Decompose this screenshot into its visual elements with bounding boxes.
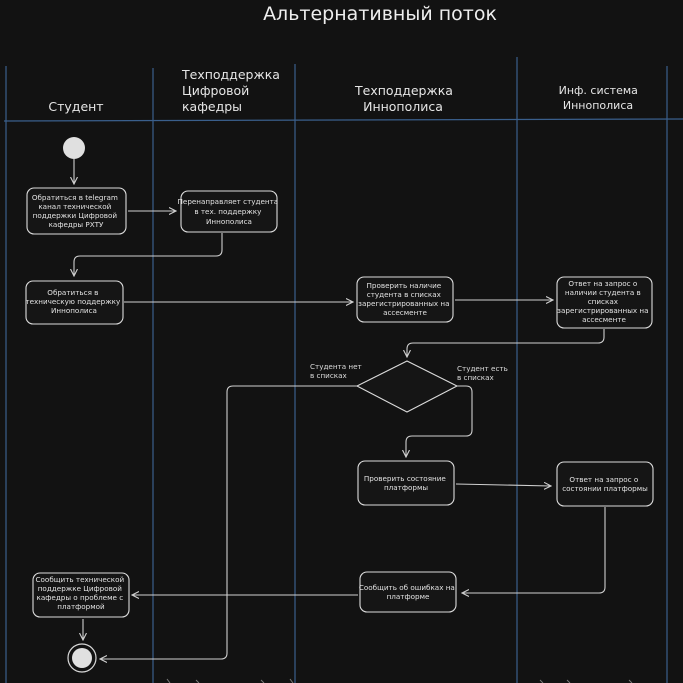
flow-arrow (406, 385, 473, 457)
start-node (63, 137, 85, 159)
activity-node: Сообщить об ошибках на платформе (359, 571, 457, 613)
lane-header-info-system: Инф. система Иннополиса (559, 84, 642, 112)
activity-node: Ответ на запрос о наличии студента в спи… (556, 276, 653, 329)
svg-text:Проверить наличие студен: Проверить наличие студента в списках зар… (358, 281, 452, 317)
flow-arrow (455, 484, 551, 486)
guard-label-not-in-list: Студента нет в списках (310, 362, 364, 380)
activity-node: Проверить наличие студента в списках зар… (356, 276, 454, 323)
svg-text:Сообщить об ошибках на п: Сообщить об ошибках на платформе (359, 583, 457, 601)
svg-text:Проверить состояние плат: Проверить состояние платформы (364, 474, 448, 492)
activity-node: Проверить состояние платформы (357, 460, 455, 506)
svg-text:Ответ на запрос о состоя: Ответ на запрос о состоянии платформы (562, 475, 648, 493)
flow-arrow (100, 385, 357, 659)
flow-arrow (462, 507, 606, 593)
activity-node: Обратиться в техническую поддержку Инноп… (25, 280, 124, 325)
activity-node: Перенаправляет студента в тех. поддержку… (178, 190, 281, 233)
diagram-title: Альтернативный поток (263, 3, 497, 25)
control-flows (74, 159, 606, 659)
decision-node (355, 360, 459, 413)
svg-text:Обратиться в техническую: Обратиться в техническую поддержку Инноп… (25, 288, 122, 315)
end-node (67, 643, 97, 673)
flow-arrow (407, 329, 605, 357)
svg-text:Сообщить технической под: Сообщить технической поддержке Цифровой … (36, 575, 127, 611)
svg-text:Ответ на запрос о наличи: Ответ на запрос о наличии студента в спи… (557, 279, 651, 324)
svg-text:Обратиться в telegram ка: Обратиться в telegram канал технической … (32, 193, 120, 229)
guard-label-in-list: Студент есть в списках (457, 364, 510, 382)
activity-node: Обратиться в telegram канал технической … (26, 187, 127, 235)
header-separator (3, 118, 683, 122)
activity-node: Ответ на запрос о состоянии платформы (556, 461, 654, 507)
lane-header-student: Студент (48, 99, 103, 114)
activity-node: Сообщить технической поддержке Цифровой … (32, 572, 130, 618)
lane-header-digital-support: Техподдержка Цифровой кафедры (181, 67, 284, 114)
flow-arrow (74, 233, 223, 276)
svg-text:Перенаправляет студента: Перенаправляет студента в тех. поддержку… (178, 197, 281, 226)
lane-header-innopolis-support: Техподдержка Иннополиса (354, 83, 457, 114)
decorative-marks (166, 678, 633, 683)
swimlanes (3, 57, 683, 683)
